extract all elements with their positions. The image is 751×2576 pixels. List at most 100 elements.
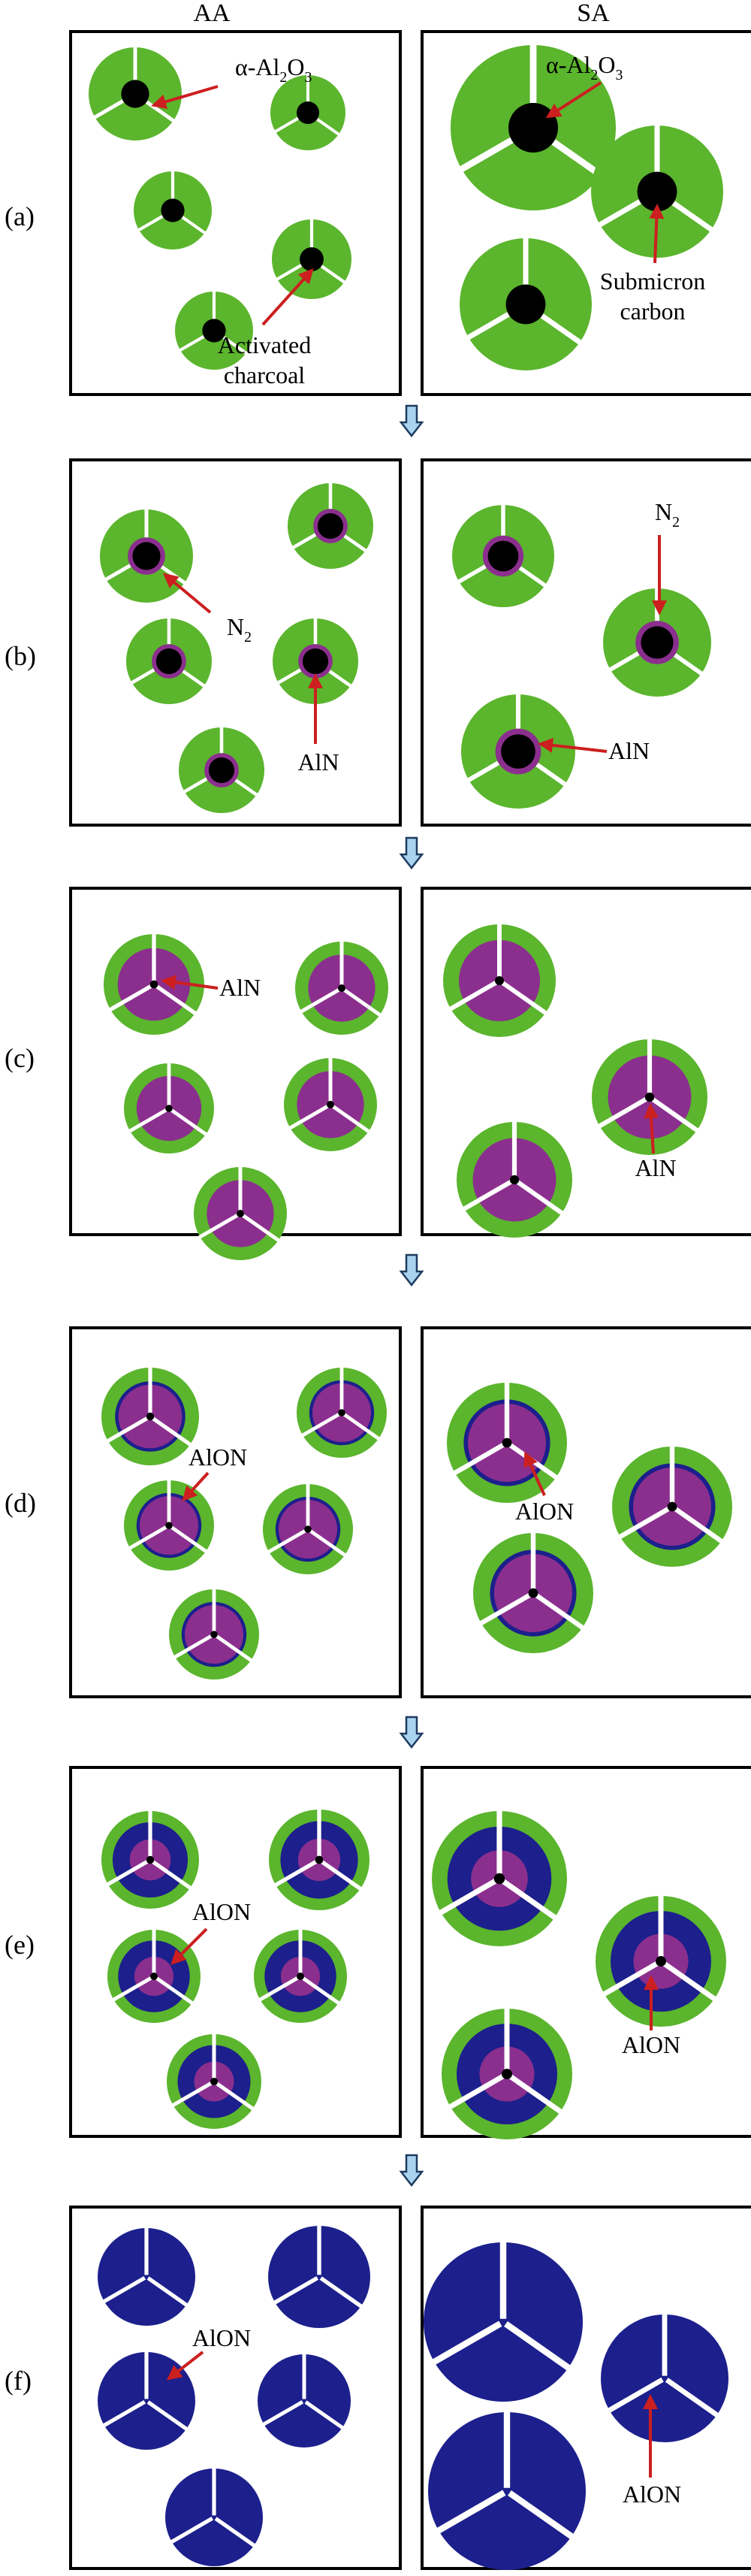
crack-line [439, 1878, 498, 1915]
carbon-core [644, 1092, 655, 1102]
red-pointer-arrow-icon [538, 737, 608, 753]
sa-alumina-label: α-Al2O3 [546, 51, 623, 83]
crack-line [665, 2378, 719, 2418]
aa-alumina-label: α-Al2O3 [235, 53, 312, 86]
carbon-core [502, 2069, 512, 2079]
crack-line [479, 1592, 532, 1626]
crack-line [273, 116, 300, 134]
sa-alon-label: AlON [623, 2481, 681, 2508]
particle [258, 2354, 351, 2448]
particle [101, 1810, 199, 1909]
crack-line [320, 265, 346, 284]
particle [284, 1057, 377, 1151]
stage-label-f: (f) [5, 2366, 32, 2396]
red-pointer-arrow-icon [151, 85, 219, 110]
crack-line [535, 1593, 585, 1631]
particle [596, 1895, 726, 2027]
crack-line [466, 312, 510, 340]
crack-line [598, 199, 641, 228]
crack-line [673, 653, 704, 676]
carbon-core [493, 1873, 505, 1885]
sa-n2-label-sub: 2 [672, 514, 680, 531]
carbon-core [501, 734, 535, 769]
carbon-core [146, 1855, 155, 1864]
carbon-core [302, 648, 329, 675]
crack-line [607, 2377, 664, 2413]
carbon-core [637, 171, 677, 212]
carbon-core [317, 512, 344, 540]
alon-particle [601, 2314, 728, 2442]
particle [98, 2351, 195, 2450]
carbon-core [155, 648, 182, 675]
crack-line [309, 1529, 347, 1557]
particle [273, 618, 358, 704]
crack-line [316, 117, 340, 136]
particle [451, 44, 616, 210]
crack-line [170, 2517, 214, 2544]
carbon-core [505, 284, 546, 325]
crack-line [108, 984, 152, 1012]
particle [179, 727, 264, 813]
crack-line [448, 2073, 505, 2110]
carbon-core [528, 1588, 538, 1598]
crack-line [291, 533, 317, 549]
aa-n2-label: N2 [227, 613, 252, 646]
crack-line [179, 334, 205, 352]
crack-line [276, 264, 303, 281]
crack-line [304, 2400, 345, 2430]
stage-label-e: (e) [5, 1930, 35, 1960]
aa-alumina-label-text: α-Al [235, 53, 280, 80]
crack-line [448, 980, 498, 1011]
particle [295, 941, 388, 1035]
crack-line [102, 2400, 146, 2428]
down-arrow-icon-1 [399, 404, 424, 438]
particle [447, 1382, 567, 1503]
crack-line [300, 1412, 341, 1438]
red-pointer-arrow-icon [170, 1927, 208, 1965]
crack-line [597, 1096, 648, 1129]
carbon-core [667, 1501, 677, 1512]
crack-line [501, 1879, 557, 1921]
particle [124, 1063, 214, 1153]
particle [591, 125, 723, 258]
carbon-core [300, 247, 324, 271]
particle [194, 1166, 287, 1260]
crack-line [215, 1634, 253, 1662]
particle [165, 2468, 263, 2566]
particle [100, 509, 193, 603]
sa-aln-label: AlN [635, 1154, 676, 1181]
red-pointer-arrow-icon [161, 975, 219, 990]
carbon-core [304, 1525, 312, 1533]
stage-label-d: (d) [5, 1488, 36, 1518]
aa-panel-e [69, 1766, 402, 2138]
particle [457, 1121, 572, 1238]
sa-alon-label: AlON [622, 2031, 680, 2058]
particle [442, 2008, 572, 2139]
stage-label-a: (a) [5, 201, 35, 231]
sa-panel-f [421, 2206, 751, 2570]
crack-line [198, 1213, 240, 1239]
particle [473, 1532, 593, 1653]
red-pointer-arrow-icon [644, 1103, 659, 1154]
carbon-core [210, 1631, 218, 1638]
crack-line [171, 2081, 213, 2108]
alon-particle [98, 2228, 195, 2326]
carbon-core [237, 1210, 244, 1217]
red-pointer-arrow-icon [523, 1451, 546, 1496]
crack-line [500, 981, 547, 1016]
crack-line [328, 670, 352, 688]
down-arrow-icon-4 [399, 1716, 424, 1749]
carbon-core [202, 319, 226, 343]
crack-line [535, 762, 567, 787]
crack-line [288, 1104, 330, 1130]
crack-line [182, 670, 206, 688]
crack-line [137, 214, 164, 232]
crack-line [551, 139, 604, 179]
crack-line [432, 2321, 502, 2366]
sa-panel-b [421, 458, 751, 827]
carbon-core [495, 976, 504, 985]
aa-alumina-label-tail: O [287, 53, 304, 80]
sa-column-header: SA [577, 0, 610, 27]
aa-panel-a [69, 30, 402, 396]
crack-line [319, 2276, 363, 2308]
